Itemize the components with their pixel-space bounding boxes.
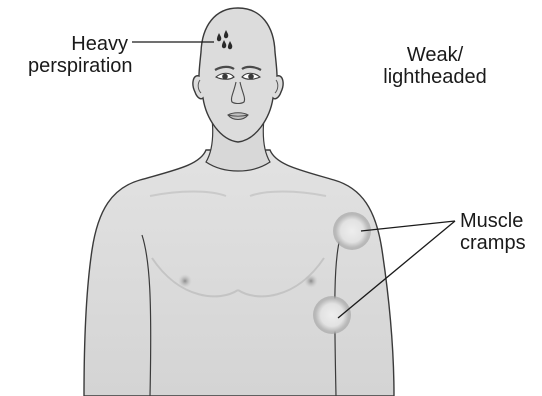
weak-lightheaded-label-line2: lightheaded: [365, 66, 505, 88]
nipple-left: [178, 274, 192, 288]
muscle-cramps-label-line2: cramps: [460, 232, 536, 254]
weak-lightheaded-label: Weak/ lightheaded: [365, 44, 505, 88]
heavy-perspiration-label-line1: Heavy: [28, 33, 128, 55]
nipple-right: [304, 274, 318, 288]
torso-shape: [84, 150, 394, 396]
heavy-perspiration-label-line2: perspiration: [28, 55, 128, 77]
muscle-cramps-label-line1: Muscle: [460, 210, 536, 232]
head-shape: [193, 8, 283, 142]
muscle-cramps-label: Muscle cramps: [460, 210, 536, 254]
pupil-right: [248, 74, 254, 80]
weak-lightheaded-label-line1: Weak/: [365, 44, 505, 66]
cramp-highlight-lower-arm: [313, 296, 351, 334]
heavy-perspiration-label: Heavy perspiration: [28, 33, 128, 77]
pupil-left: [222, 74, 228, 80]
